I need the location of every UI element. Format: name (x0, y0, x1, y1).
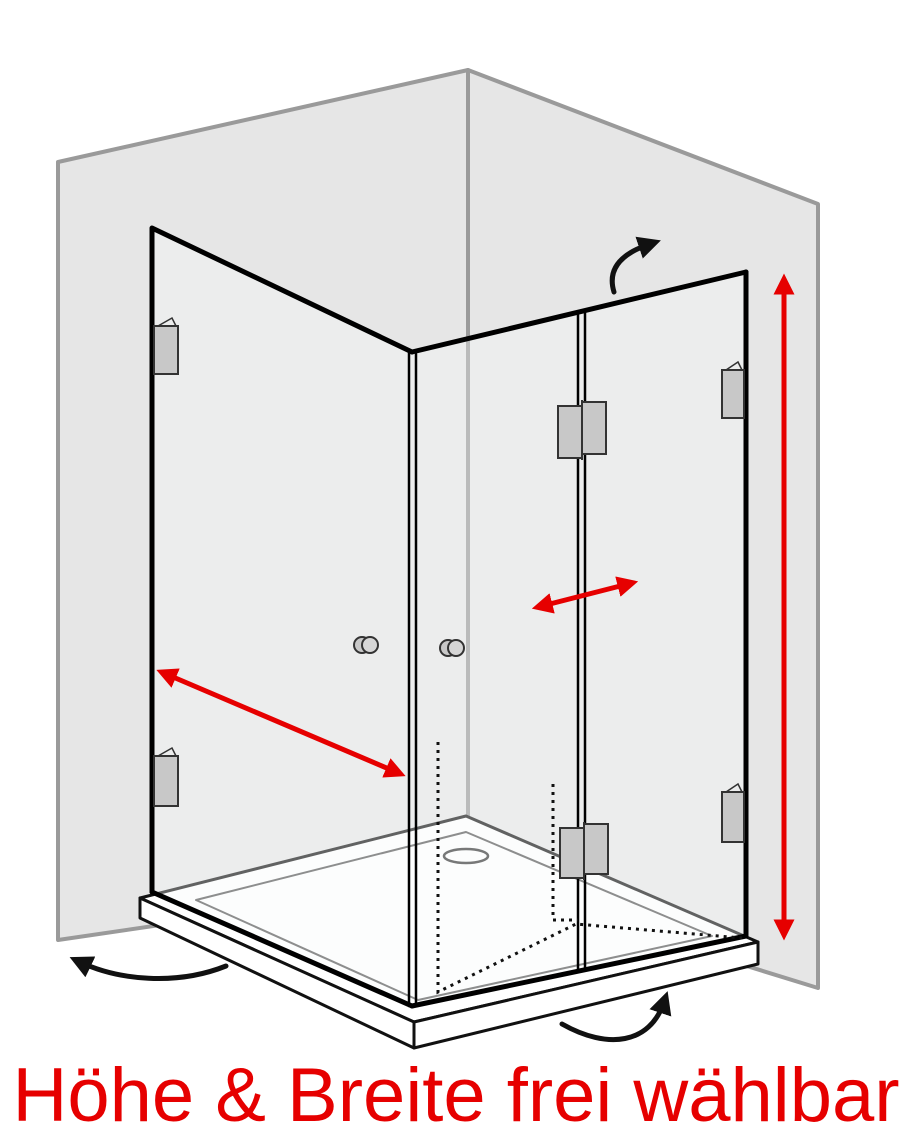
door-knobs (353, 636, 465, 657)
shower-tray (138, 814, 760, 1050)
bottom-left-edge (149, 889, 415, 1009)
hinge-icon (721, 360, 745, 419)
width-arrow-left-panel (156, 668, 406, 778)
hinge-icon (559, 822, 609, 880)
swing-paths (436, 742, 743, 995)
door-knob-icon (439, 639, 465, 657)
left-panel-edge (149, 225, 415, 895)
caption-text: Höhe & Breite frei wählbar (12, 1053, 900, 1138)
dimension-arrows (156, 273, 795, 941)
shower-enclosure-illustration (56, 68, 820, 1050)
drain-icon (442, 847, 490, 865)
hinge-icon (557, 400, 607, 460)
width-arrow-front-panel (531, 576, 639, 614)
right-wall (466, 68, 820, 990)
swing-path-fold-door (551, 784, 578, 922)
curved-arrow-icon (69, 956, 229, 981)
hinge-icon (721, 782, 745, 843)
curved-arrow-icon (559, 991, 672, 1043)
hinge-icon (153, 316, 179, 375)
swing-arrows (69, 236, 672, 1043)
curved-arrow-icon (609, 236, 661, 295)
top-front-edge (409, 269, 749, 355)
door-knob-icon (353, 636, 379, 654)
hinge-icon (153, 746, 179, 807)
tray-basin (195, 831, 713, 1001)
tray-front-right (412, 940, 760, 1050)
left-glass-panel (152, 228, 412, 1006)
